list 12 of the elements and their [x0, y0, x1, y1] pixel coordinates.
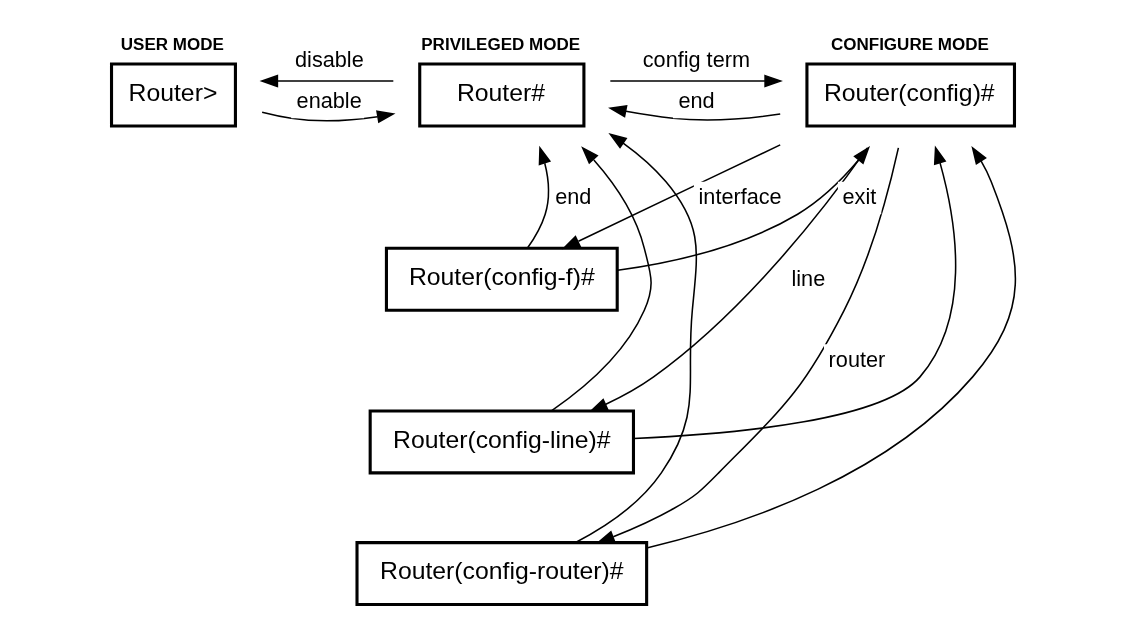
node-label: USER MODE: [120, 34, 224, 54]
edge-label: enable: [296, 88, 362, 114]
edge-label: disable: [294, 46, 364, 72]
node-label: CONFIGURE MODE: [830, 34, 989, 54]
edge-label: config term: [642, 46, 750, 72]
node-label: PRIVILEGED MODE: [420, 34, 580, 54]
edge-label: router: [828, 347, 885, 373]
edge-label: end: [677, 88, 715, 114]
edge-label: interface: [698, 184, 782, 210]
edge-label: end: [554, 184, 591, 210]
edge-label: exit: [842, 184, 876, 210]
edge-label: line: [790, 265, 825, 291]
